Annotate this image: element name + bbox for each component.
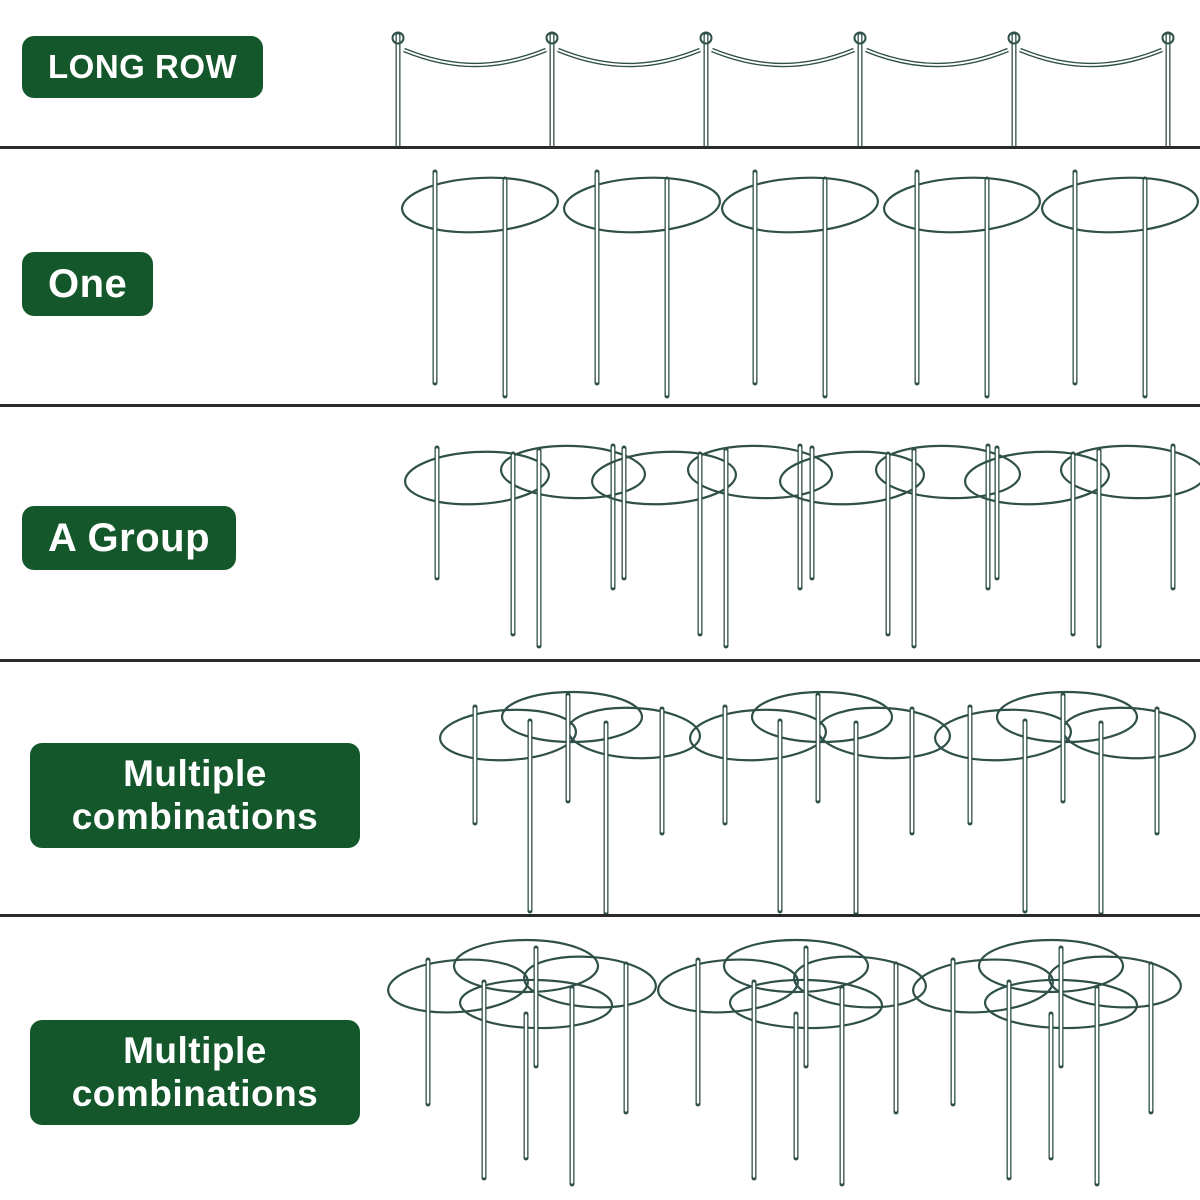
- three-support-group: [688, 690, 952, 916]
- four-support-group: [912, 938, 1182, 1187]
- row-long-row: LONG ROW: [0, 0, 1200, 148]
- row-multiple-combinations-1: Multiple combinations: [0, 661, 1200, 916]
- row-a-group: A Group: [0, 406, 1200, 661]
- row-label-badge: Multiple combinations: [30, 1020, 360, 1126]
- row-multiple-combinations-2: Multiple combinations: [0, 916, 1200, 1200]
- four-support-group: [387, 938, 657, 1187]
- row-label-badge: Multiple combinations: [30, 743, 360, 849]
- single-support: [882, 169, 1042, 399]
- single-support: [400, 169, 560, 399]
- three-support-group: [933, 690, 1197, 916]
- group-of-three-illustration: [438, 690, 1197, 916]
- row-label-badge: LONG ROW: [22, 36, 264, 98]
- divider: [0, 404, 1200, 407]
- two-support-group: [963, 443, 1200, 649]
- long-row-illustration: [391, 31, 1175, 148]
- row-label-badge: One: [22, 252, 154, 316]
- two-support-group: [778, 443, 1022, 649]
- three-support-group: [438, 690, 702, 916]
- single-supports-illustration: [400, 169, 1200, 399]
- single-support: [720, 169, 880, 399]
- four-support-group: [657, 938, 927, 1187]
- two-support-group: [590, 443, 834, 649]
- divider: [0, 914, 1200, 917]
- single-support: [1040, 169, 1200, 399]
- single-support: [562, 169, 722, 399]
- divider: [0, 146, 1200, 149]
- two-support-group: [403, 443, 647, 649]
- row-label-badge: A Group: [22, 506, 236, 570]
- divider: [0, 659, 1200, 662]
- group-of-four-illustration: [387, 938, 1182, 1187]
- linked-supports-row: [391, 31, 1175, 148]
- row-one: One: [0, 148, 1200, 406]
- group-of-two-illustration: [403, 443, 1200, 649]
